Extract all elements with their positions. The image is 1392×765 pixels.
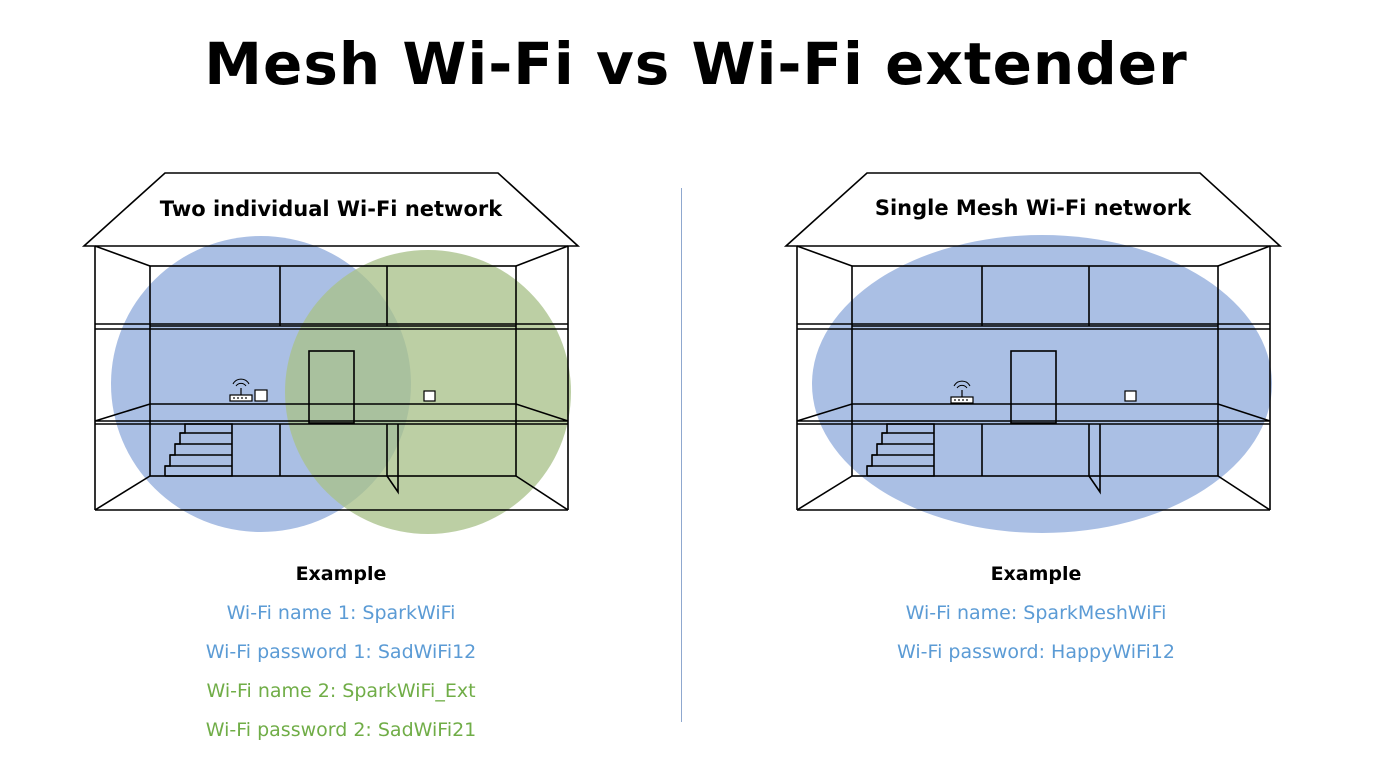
wifi-name-2: Wi-Fi name 2: SparkWiFi_Ext — [206, 680, 476, 702]
example-heading: Example — [990, 563, 1082, 585]
wifi-name-1: Wi-Fi name 1: SparkWiFi — [226, 602, 456, 624]
wifi-password-2: Wi-Fi password 2: SadWiFi21 — [205, 719, 477, 741]
extender-icon — [254, 389, 268, 402]
mesh-wifi-name: Wi-Fi name: SparkMeshWiFi — [905, 602, 1167, 624]
left-example: Example Wi-Fi name 1: SparkWiFi Wi-Fi pa… — [91, 554, 591, 750]
example-heading: Example — [295, 563, 387, 585]
house-outline — [81, 172, 581, 511]
right-house-label: Single Mesh Wi-Fi network — [875, 196, 1192, 220]
page-title: Mesh Wi-Fi vs Wi-Fi extender — [204, 30, 1188, 98]
router-icon — [229, 378, 253, 402]
panel-divider — [681, 188, 682, 722]
left-house-label: Two individual Wi-Fi network — [160, 197, 503, 221]
wifi-password-1: Wi-Fi password 1: SadWiFi12 — [205, 641, 477, 663]
extender-icon — [423, 390, 436, 402]
router-icon — [950, 380, 974, 404]
house-outline — [783, 172, 1283, 511]
mesh-node-icon — [1124, 390, 1137, 402]
right-example: Example Wi-Fi name: SparkMeshWiFi Wi-Fi … — [786, 554, 1286, 672]
mesh-coverage-area — [812, 235, 1272, 533]
mesh-wifi-password: Wi-Fi password: HappyWiFi12 — [897, 641, 1175, 663]
